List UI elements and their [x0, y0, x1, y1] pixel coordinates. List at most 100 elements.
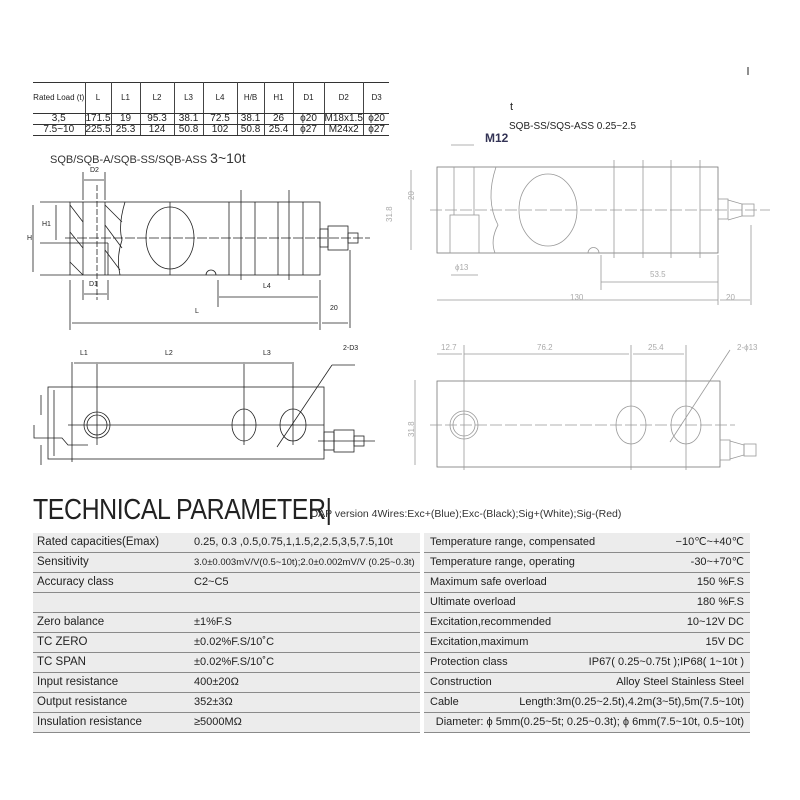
header-cell: D1	[292, 82, 325, 114]
parameter-value: ±0.02%F.S/10˚C	[194, 636, 275, 648]
table-cell: M24x2	[323, 124, 364, 136]
parameter-label: Sensitivity	[37, 556, 89, 568]
parameter-label: Insulation resistance	[37, 716, 142, 728]
table-cell: ϕ27	[292, 124, 325, 136]
table-cell: 38.1	[236, 113, 265, 125]
parameter-value: -30~+70℃	[690, 556, 744, 568]
table-cell: 7.5~10	[33, 124, 85, 136]
header-cell: L1	[110, 82, 141, 114]
parameter-label: Ultimate overload	[430, 596, 516, 608]
table-cell: 19	[110, 113, 141, 125]
beam-body-top	[47, 386, 325, 460]
table-cell: 50.8	[173, 124, 204, 136]
table-cell: 3,5	[33, 113, 85, 125]
parameter-value: 180 %F.S	[696, 596, 744, 608]
parameter-label: Cable	[430, 696, 459, 708]
parameter-label: Excitation,maximum	[430, 636, 529, 648]
dim-label-2d3: 2-D3	[343, 345, 358, 352]
dim-label-l: L	[195, 308, 199, 315]
parameter-label: Output resistance	[37, 696, 128, 708]
dim-label-h: H	[27, 235, 32, 242]
thread-label: M12	[485, 131, 509, 145]
wiring-note: OAP version 4Wires:Exc+(Blue);Exc-(Black…	[310, 508, 622, 520]
header-cell: H1	[263, 82, 294, 114]
parameter-row: Temperature range, compensated−10℃~+40℃	[424, 533, 750, 553]
dim-label-53-5: 53.5	[650, 270, 666, 279]
table-cell: 25.4	[263, 124, 294, 136]
parameter-row: Excitation,maximum 15V DC	[424, 633, 750, 653]
parameter-row	[33, 593, 420, 613]
parameter-value: ±1%F.S	[194, 616, 232, 628]
parameter-value: 150 %F.S	[696, 576, 744, 588]
parameter-value: Alloy Steel Stainless Steel	[616, 676, 744, 688]
dim-label-12-7: 12.7	[441, 343, 457, 352]
dim-label-130: 130	[570, 293, 584, 302]
parameter-value: 400±20Ω	[194, 676, 239, 688]
parameter-value: C2~C5	[194, 576, 229, 588]
dim-label-l3: L3	[263, 350, 271, 357]
parameter-row: Ultimate overload 180 %F.S	[424, 593, 750, 613]
dim-label-31-8-side: 31.8	[385, 206, 394, 222]
parameter-value: ±0.02%F.S/10˚C	[194, 656, 275, 668]
parameter-value: IP67( 0.25~0.75t );IP68( 1~10t )	[588, 656, 744, 668]
capacity-range: 3~10t	[210, 150, 246, 166]
parameter-label: Rated capacities(Emax)	[37, 536, 160, 548]
parameter-label: TC SPAN	[37, 656, 86, 668]
parameter-value: 15V DC	[705, 636, 744, 648]
header-cell: Rated Load (t)	[33, 82, 85, 114]
table-cell: ϕ27	[362, 124, 390, 136]
parameter-label: Construction	[430, 676, 492, 688]
header-cell: L3	[173, 82, 204, 114]
dim-label-2-phi13: 2-ϕ13	[737, 343, 758, 352]
parameter-row: Diameter: ϕ 5mm(0.25~5t; 0.25~0.3t); ϕ 6…	[424, 713, 750, 733]
parameter-row: Insulation resistance≥5000MΩ	[33, 713, 420, 733]
dimension-table: Rated Load (t) L L1 L2 L3 L4 H/B H1 D1 D…	[33, 82, 390, 136]
table-cell: 102	[202, 124, 238, 136]
right-side-view	[410, 144, 770, 470]
dim-label-76-2: 76.2	[537, 343, 553, 352]
parameter-label: Temperature range, operating	[430, 556, 575, 568]
table-cell: 171.5	[84, 113, 112, 125]
dim-label-25-4: 25.4	[648, 343, 664, 352]
table-cell: ϕ20	[292, 113, 325, 125]
parameter-row: Rated capacities(Emax)0.25, 0.3 ,0.5,0.7…	[33, 533, 420, 553]
header-cell: L	[84, 82, 112, 114]
dim-label-20-vertical: 20	[407, 191, 416, 200]
left-top-view	[33, 362, 375, 465]
technical-parameter-heading: TECHNICAL PARAMETER|	[33, 494, 332, 526]
table-cell: 38.1	[173, 113, 204, 125]
table-cell: 25.3	[110, 124, 141, 136]
technical-drawings: D2 D1 H H1 L L4 20 L1 L2 L3 2-D3 t	[27, 67, 770, 470]
parameter-row: Zero balance ±1%F.S	[33, 613, 420, 633]
header-cell: D3	[362, 82, 390, 114]
parameter-value: −10℃~+40℃	[675, 536, 744, 548]
table-cell: ϕ20	[362, 113, 390, 125]
header-cell: L2	[139, 82, 175, 114]
table-cell: 72.5	[202, 113, 238, 125]
dim-label-cable-20: 20	[726, 293, 735, 302]
header-cell: L4	[202, 82, 238, 114]
parameter-label: TC ZERO	[37, 636, 88, 648]
beam-body	[69, 201, 321, 276]
table-cell: 225.5	[84, 124, 112, 136]
left-drawing-title: SQB/SQB-A/SQB-SS/SQB-ASS 3~10t	[50, 150, 246, 166]
table-cell: 124	[139, 124, 175, 136]
table-cell: 26	[263, 113, 294, 125]
table-cell: M18x1.5	[323, 113, 364, 125]
dim-label-phi13: ϕ13	[455, 263, 469, 272]
parameter-row: TC SPAN ±0.02%F.S/10˚C	[33, 653, 420, 673]
table-header-row: Rated Load (t) L L1 L2 L3 L4 H/B H1 D1 D…	[33, 82, 390, 114]
t-mark: t	[510, 101, 513, 113]
table-row: 3,5 171.5 19 95.3 38.1 72.5 38.1 26 ϕ20 …	[33, 113, 390, 125]
table-cell: 95.3	[139, 113, 175, 125]
dim-label-20: 20	[330, 305, 338, 312]
parameter-label: Zero balance	[37, 616, 105, 628]
dim-label-h1: H1	[42, 221, 51, 228]
